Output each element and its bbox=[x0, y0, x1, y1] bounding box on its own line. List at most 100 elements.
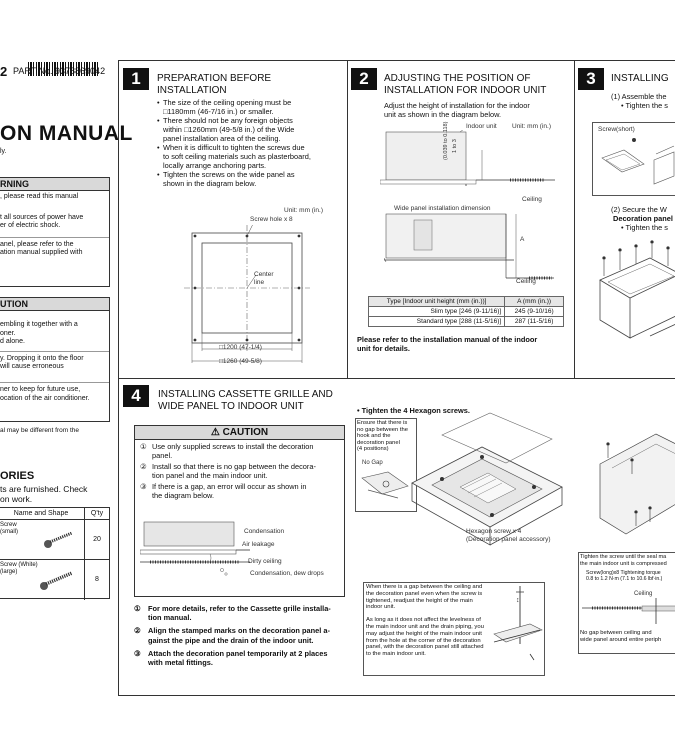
s2-intro-1: Adjust the height of installation for th… bbox=[384, 101, 530, 110]
s2-indoor-unit-label: Indoor unit bbox=[466, 123, 497, 130]
s4-gap-note-1: When there is a gap between the ceiling … bbox=[366, 584, 483, 590]
barcode bbox=[28, 62, 98, 76]
s4-dirty-ceiling: Dirty ceiling bbox=[248, 558, 282, 565]
s4-c2a: Install so that there is no gap between … bbox=[152, 462, 316, 471]
s1-b3b: to soft ceiling materials such as plaste… bbox=[163, 152, 311, 161]
s2-tbl-r1-a: 245 (9-10/16) bbox=[504, 306, 564, 317]
s4-ensure-1: Ensure that there is bbox=[357, 420, 408, 426]
s4-gap-note-6: the main indoor unit and the drain pipin… bbox=[366, 623, 484, 630]
caution-left-2a: y. Dropping it onto the floor bbox=[0, 354, 84, 362]
s1-b2b: within □1260mm (49-5/8 in.) of the Wide bbox=[163, 125, 295, 134]
s4-n3a: Attach the decoration panel temporarily … bbox=[148, 648, 328, 658]
warning-title: RNING bbox=[0, 178, 109, 191]
caution-left-note: al may be different from the bbox=[0, 427, 80, 434]
warning-box: RNING , please read this manual t all so… bbox=[0, 177, 110, 287]
s4-no-gap-detail bbox=[361, 471, 409, 499]
s4-ensure-3: hook and the bbox=[357, 433, 391, 440]
s2-ceiling-label: Ceiling bbox=[522, 196, 542, 203]
acc-col-name: Name and Shape bbox=[13, 510, 69, 517]
s4-c3a: If there is a gap, an error will occur a… bbox=[152, 482, 307, 491]
s3-screw-box bbox=[592, 122, 675, 196]
s4-note-num-3: ③ bbox=[134, 648, 141, 658]
s3-assembly-diagram bbox=[601, 138, 675, 185]
s4-nogap-1: No gap between ceiling and bbox=[580, 630, 652, 636]
s4-gap-note-7: may adjust the height of the main indoor… bbox=[366, 630, 482, 637]
s4-ceiling-right: Ceiling bbox=[634, 591, 653, 597]
s4-no-gap: No Gap bbox=[362, 460, 383, 466]
s4-gap-note-4: indoor unit. bbox=[366, 604, 396, 611]
s4-seal-diagram bbox=[582, 598, 675, 624]
acc-row2-qty: 8 bbox=[84, 560, 109, 600]
s3-step2c: • Tighten the s bbox=[621, 223, 668, 232]
s4-ensure-4: decoration panel bbox=[357, 439, 400, 446]
acc-col-qty: Q'ty bbox=[84, 508, 109, 519]
s4-note-num-1: ① bbox=[134, 604, 141, 613]
s2-tbl-h1: Type [Indoor unit height (mm (in.))] bbox=[367, 296, 506, 307]
s1-center-line-1: Center bbox=[254, 271, 274, 278]
part-number: PART No. 9378869042 bbox=[13, 66, 106, 76]
s2-vdim-2: 1 to 3 bbox=[452, 139, 458, 153]
s1-b4a: Tighten the screws on the wide panel as bbox=[163, 170, 295, 179]
s1-b3c: locally arrange anchoring parts. bbox=[163, 161, 267, 170]
screw-small-icon bbox=[44, 531, 73, 548]
caution-left-title: UTION bbox=[0, 298, 109, 311]
s4-n1a: For more details, refer to the Cassette … bbox=[148, 604, 331, 613]
s1-dim-1200: □1200 (47-1/4) bbox=[219, 344, 262, 351]
s3-step1a: (1) Assemble the bbox=[611, 92, 667, 101]
section-2-title-line1: ADJUSTING THE POSITION OF bbox=[384, 73, 531, 84]
s4-caution-num-2: ② bbox=[140, 462, 147, 471]
screw-large-icon bbox=[40, 571, 73, 590]
s4-wide-panel-diagram bbox=[599, 433, 675, 535]
s4-hex-screw-1: Hexagon screw x 4 bbox=[466, 528, 522, 535]
s3-screw-short: Screw(short) bbox=[598, 126, 635, 133]
s4-gap-note-box bbox=[363, 582, 545, 676]
section-4-title: INSTALLING CASSETTE GRILLE AND WIDE PANE… bbox=[158, 389, 333, 412]
warning-text-2a: t all sources of power have bbox=[0, 213, 84, 221]
s4-torque-2: the main indoor unit is compressed bbox=[580, 560, 667, 567]
divider-h1 bbox=[118, 378, 675, 379]
manual-title: ON MANUAL bbox=[0, 122, 133, 145]
s2-height-diagram bbox=[380, 130, 555, 186]
accessories-table: Name and Shape Q'ty Screw (small) 20 Scr… bbox=[0, 507, 110, 600]
s4-height-adjust-diagram: ↕ bbox=[493, 586, 543, 661]
caution-left-2b: will cause erroneous bbox=[0, 363, 64, 371]
s4-air-leakage: Air leakage bbox=[242, 541, 275, 548]
caution-left-3a: ner to keep for future use, bbox=[0, 385, 81, 393]
s2-a-label: A bbox=[520, 236, 525, 243]
s1-center-line-2: line bbox=[254, 279, 265, 286]
section-2-title: ADJUSTING THE POSITION OF INSTALLATION F… bbox=[384, 73, 546, 96]
section-1-title-line2: INSTALLATION bbox=[157, 84, 227, 96]
s3-wide-panel-frame-diagram bbox=[599, 240, 675, 339]
s4-n2b: gainst the pipe and the drain of the ind… bbox=[148, 635, 314, 645]
warning-text-1: , please read this manual bbox=[0, 193, 79, 200]
s4-torque-box bbox=[578, 552, 675, 654]
warning-text-3a: anel, please refer to the bbox=[0, 240, 74, 248]
s2-wide-panel-diagram bbox=[384, 213, 554, 280]
warning-text-2b: er of electric shock. bbox=[0, 222, 61, 230]
s4-gap-note-8: from the hole at the corner of the decor… bbox=[366, 637, 481, 644]
section-2-number: 2 bbox=[351, 68, 377, 90]
caution-left-1b: oner. bbox=[0, 329, 16, 337]
s4-ensure-box bbox=[355, 418, 417, 512]
s1-b3a: When it is difficult to tighten the scre… bbox=[163, 143, 305, 152]
part-number-glyph: 2 bbox=[0, 64, 8, 79]
manual-subtitle: ly. bbox=[0, 148, 7, 155]
s4-hex-title: • Tighten the 4 Hexagon screws. bbox=[357, 406, 470, 415]
s1-b1b: □1180mm (46-7/16 in.) or smaller. bbox=[163, 107, 274, 116]
s2-wide-dim-label: Wide panel installation dimension bbox=[394, 205, 491, 212]
section-1-title: PREPARATION BEFORE INSTALLATION bbox=[157, 73, 271, 96]
divider-v1 bbox=[347, 60, 348, 378]
caution-left-1a: embling it together with a bbox=[0, 321, 78, 328]
s4-condensation: Condensation bbox=[244, 528, 285, 535]
s2-tbl-r2-a: 287 (11-5/16) bbox=[504, 316, 564, 327]
s4-c3b: the diagram below. bbox=[152, 491, 215, 500]
section-3-title: INSTALLING bbox=[611, 73, 669, 84]
s4-torque-4: 0.8 to 1.2 N·m (7.1 to 10.6 lbf·in.) bbox=[586, 576, 663, 583]
s2-tbl-h2: A (mm (in.)) bbox=[504, 296, 564, 307]
s4-nogap-2: wide panel around entire periph bbox=[580, 636, 662, 643]
s2-ref-1: Please refer to the installation manual … bbox=[357, 335, 538, 344]
acc-row2-name: Screw (White) (large) bbox=[0, 562, 38, 575]
s1-unit: Unit: mm (in.) bbox=[284, 207, 323, 214]
s1-b1a: The size of the ceiling opening must be bbox=[163, 98, 292, 107]
